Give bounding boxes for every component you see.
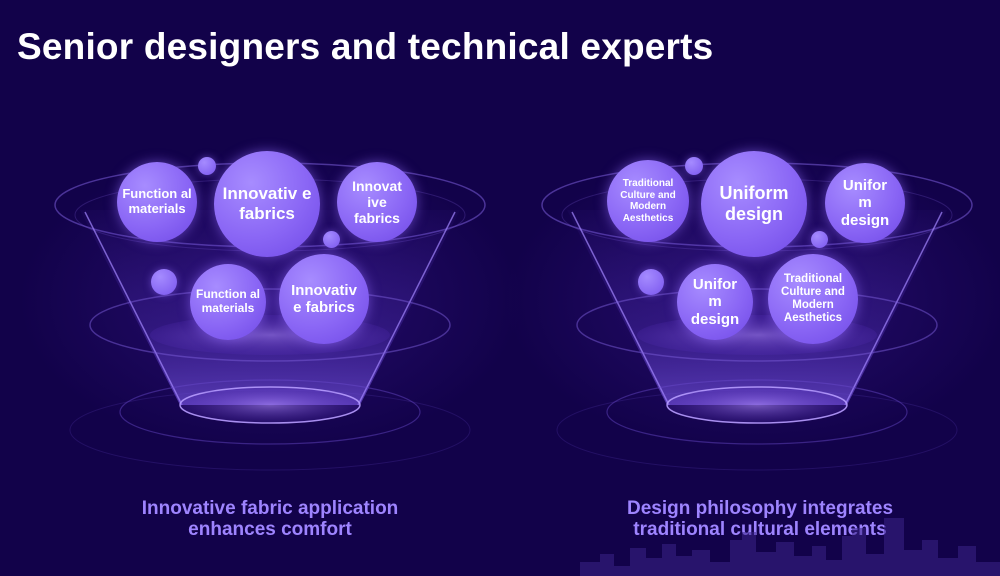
right-caption: Design philosophy integrates traditional…: [626, 498, 894, 540]
city-skyline-decoration: [580, 518, 1000, 576]
left-decorative-dot-2: [323, 231, 340, 248]
left-decorative-dot-1: [198, 157, 216, 175]
right-bubble-uniform-design-1: Uniform design: [701, 151, 807, 257]
left-bubble-functional-materials-1: Function al materials: [117, 162, 197, 242]
right-decorative-dot-2: [811, 231, 828, 248]
right-funnel-rings: [541, 162, 973, 471]
left-caption: Innovative fabric application enhances c…: [141, 498, 399, 540]
page-title: Senior designers and technical experts: [17, 26, 714, 67]
right-bubble-traditional-culture-1: Traditional Culture and Modern Aesthetic…: [607, 160, 689, 242]
left-bubble-innovative-fabrics-3: Innovativ e fabrics: [279, 254, 369, 344]
right-decorative-dot-1: [685, 157, 703, 175]
left-bubble-innovative-fabrics-1: Innovativ e fabrics: [214, 151, 320, 257]
left-bubble-functional-materials-2: Function al materials: [190, 264, 266, 340]
right-bubble-uniform-design-2: Unifor m design: [825, 163, 905, 243]
left-decorative-dot-3: [151, 269, 177, 295]
right-bubble-uniform-design-3: Unifor m design: [677, 264, 753, 340]
right-decorative-dot-3: [638, 269, 664, 295]
left-bubble-innovative-fabrics-2: Innovat ive fabrics: [337, 162, 417, 242]
right-bubble-traditional-culture-2: Traditional Culture and Modern Aesthetic…: [768, 254, 858, 344]
left-funnel-rings: [54, 162, 486, 471]
